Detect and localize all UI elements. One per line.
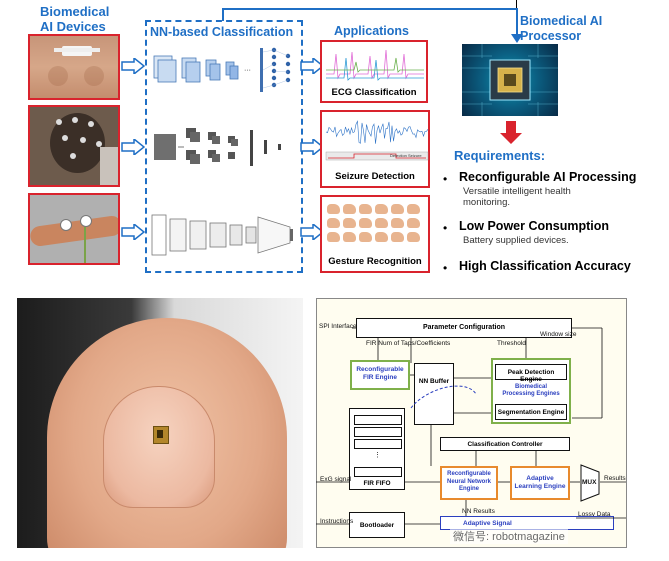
connector-line bbox=[222, 8, 224, 21]
requirement-title: High Classification Accuracy bbox=[459, 259, 631, 273]
adaptive-signal-label: Adaptive Signal bbox=[463, 520, 512, 527]
processor-chip-image bbox=[462, 44, 558, 116]
spi-interface-label: SPI Interface bbox=[319, 323, 357, 330]
reconfigurable-fir-block: Reconfigurable FIR Engine bbox=[350, 360, 410, 390]
adaptive-learning-label: Adaptive Learning Engine bbox=[514, 475, 566, 490]
results-label: Results bbox=[604, 475, 626, 482]
connector-line bbox=[516, 0, 517, 8]
hand-gesture-icon bbox=[327, 218, 340, 228]
bullet: • bbox=[443, 172, 448, 186]
hand-gesture-icon bbox=[407, 204, 420, 214]
bullet: • bbox=[443, 221, 448, 235]
bootloader-label: Bootloader bbox=[359, 522, 395, 529]
hand-gesture-icon bbox=[359, 232, 372, 242]
adaptive-learning-block: Adaptive Learning Engine bbox=[510, 466, 570, 500]
mux-label: MUX bbox=[582, 479, 597, 486]
svg-text:···: ··· bbox=[244, 67, 251, 74]
segmentation-block: Segmentation Engine bbox=[495, 404, 567, 420]
chest-ecg-photo bbox=[28, 34, 120, 100]
parameter-configuration-label: Parameter Configuration bbox=[422, 324, 506, 331]
red-arrow-down-icon bbox=[500, 121, 522, 144]
segmentation-label: Segmentation Engine bbox=[497, 409, 565, 416]
fir-fifo-block: ⋮ FIR FIFO bbox=[349, 408, 405, 490]
hand-gesture-icon bbox=[359, 218, 372, 228]
reconfigurable-nn-block: Reconfigurable Neural Network Engine bbox=[440, 466, 498, 500]
hand-gesture-icon bbox=[391, 232, 404, 242]
gesture-recognition-box: Gesture Recognition bbox=[320, 195, 430, 273]
seizure-detection-box: Detection Seizure Seizure Detection bbox=[320, 110, 430, 188]
hand-gesture-icon bbox=[359, 204, 372, 214]
requirement-desc: Versatile intelligent health monitoring. bbox=[463, 186, 571, 208]
hand-gesture-icon bbox=[327, 204, 340, 214]
nn-buffer-block: NN Buffer bbox=[414, 363, 454, 425]
ecg-classification-box: ECG Classification bbox=[320, 40, 428, 103]
hand-gesture-icon bbox=[343, 204, 356, 214]
hand-gesture-icon bbox=[343, 218, 356, 228]
requirement-accuracy: High Classification Accuracy bbox=[459, 259, 631, 273]
arrow-right-icon bbox=[121, 224, 145, 240]
eeg-cap-photo bbox=[28, 105, 120, 187]
devices-title: Biomedical AI Devices bbox=[40, 4, 110, 34]
ecg-classification-label: ECG Classification bbox=[331, 87, 417, 98]
arrow-right-icon bbox=[300, 58, 324, 74]
gesture-nn-illustration bbox=[151, 214, 293, 256]
bootloader-block: Bootloader bbox=[349, 512, 405, 538]
arrow-down-icon bbox=[511, 8, 523, 43]
nn-classification-title: NN-based Classification bbox=[150, 25, 294, 39]
hand-gesture-icon bbox=[375, 204, 388, 214]
hand-gesture-icon bbox=[391, 204, 404, 214]
gesture-recognition-label: Gesture Recognition bbox=[328, 256, 422, 267]
classification-controller-label: Classification Controller bbox=[467, 441, 543, 448]
hand-gesture-icon bbox=[407, 218, 420, 228]
requirement-title: Low Power Consumption bbox=[459, 219, 609, 233]
mux-block bbox=[580, 464, 600, 502]
arrow-right-icon bbox=[121, 58, 145, 74]
requirements-title: Requirements: bbox=[454, 148, 546, 163]
hand-gesture-icon bbox=[327, 232, 340, 242]
requirement-title: Reconfigurable AI Processing bbox=[459, 170, 637, 184]
arm-emg-photo bbox=[28, 193, 120, 265]
ecg-nn-illustration: ··· bbox=[153, 47, 291, 92]
window-size-label: Window size bbox=[540, 331, 577, 338]
seizure-detection-label: Seizure Detection bbox=[335, 171, 415, 182]
reconfigurable-nn-label: Reconfigurable Neural Network Engine bbox=[446, 471, 491, 492]
chip-on-finger-photo bbox=[17, 298, 303, 548]
threshold-label: Threshold bbox=[497, 340, 526, 347]
block-diagram-wires bbox=[316, 327, 626, 525]
requirement-low-power: Low Power Consumption Battery supplied d… bbox=[459, 219, 609, 246]
hand-gesture-icon bbox=[407, 232, 420, 242]
arrow-right-icon bbox=[121, 139, 145, 155]
lossy-data-label: Lossy Data bbox=[578, 511, 611, 518]
nn-results-label: NN Results bbox=[462, 508, 495, 515]
parameter-configuration-block: Parameter Configuration bbox=[356, 318, 572, 338]
applications-title: Applications bbox=[334, 24, 410, 38]
watermark: 微信号: robotmagazine bbox=[450, 528, 568, 544]
hand-gesture-icon bbox=[375, 218, 388, 228]
nn-buffer-label: NN Buffer bbox=[418, 378, 450, 385]
hand-gesture-icon bbox=[375, 232, 388, 242]
hand-gesture-icon bbox=[343, 232, 356, 242]
instructions-label: Instructions bbox=[320, 518, 354, 525]
fir-fifo-label: FIR FIFO bbox=[363, 480, 391, 487]
connector-line bbox=[222, 8, 516, 10]
processor-title: Biomedical AI Processor bbox=[520, 14, 603, 43]
peak-detection-block: Peak Detection Engine bbox=[495, 364, 567, 383]
fir-num-taps-label: FIR Num of Taps/Coefficients bbox=[366, 340, 451, 347]
requirement-desc: Battery supplied devices. bbox=[463, 235, 569, 246]
arrow-right-icon bbox=[300, 224, 324, 240]
peak-detection-label: Peak Detection Engine bbox=[507, 369, 555, 383]
requirement-reconfigurable: Reconfigurable AI Processing Versatile i… bbox=[459, 170, 636, 208]
hand-gesture-icon bbox=[391, 218, 404, 228]
biomedical-processing-label: Biomedical Processing Engines bbox=[502, 384, 560, 397]
exg-signal-label: ExG signal bbox=[320, 476, 352, 483]
seizure-inner-label: Detection Seizure bbox=[390, 153, 422, 158]
classification-controller-block: Classification Controller bbox=[440, 437, 570, 451]
arrow-right-icon bbox=[300, 139, 324, 155]
reconfigurable-fir-label: Reconfigurable FIR Engine bbox=[356, 366, 404, 381]
seizure-nn-illustration bbox=[154, 128, 281, 166]
bullet: • bbox=[443, 261, 448, 275]
